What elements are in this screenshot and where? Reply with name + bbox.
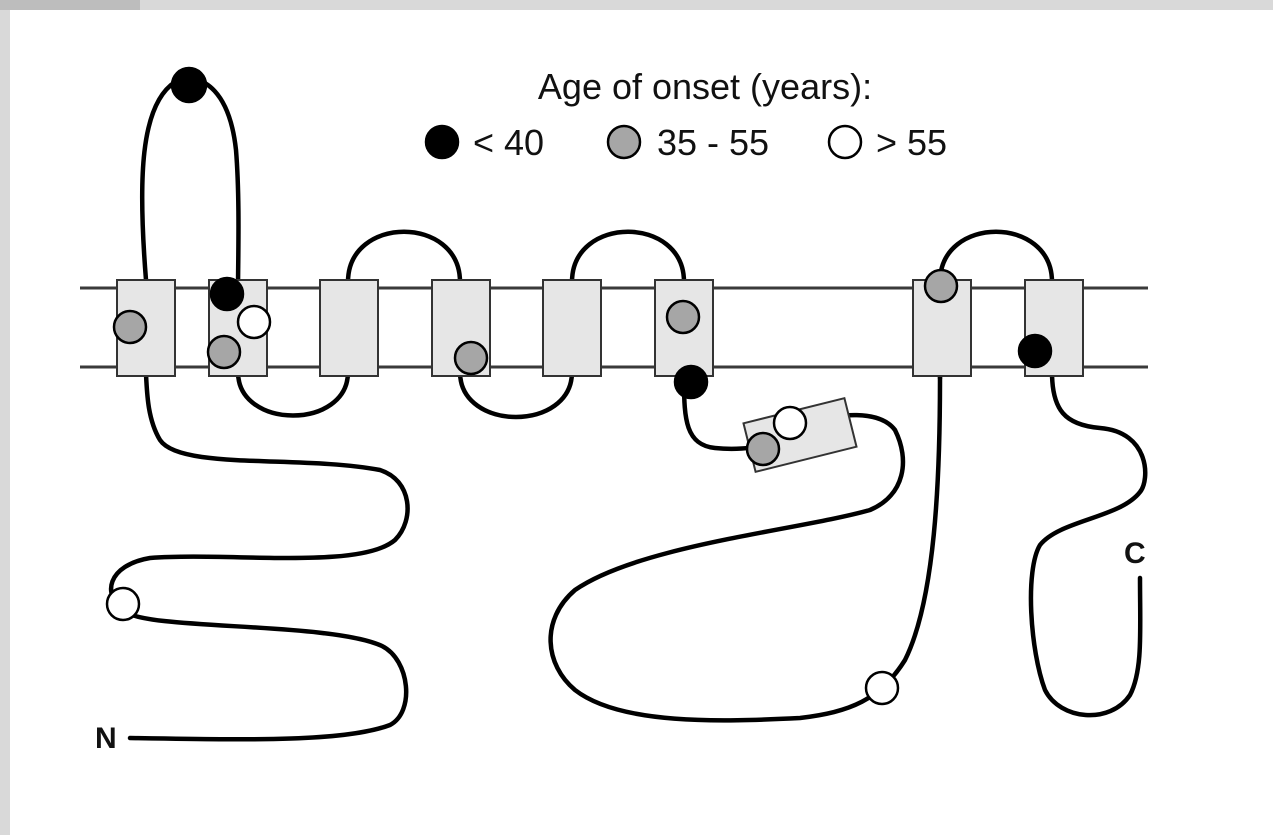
mutation-marker-late bbox=[866, 672, 898, 704]
chain-extracellular-loop-2 bbox=[348, 232, 460, 282]
viewer-tab-corner bbox=[0, 0, 140, 10]
mutation-marker-middle bbox=[747, 433, 779, 465]
mutation-marker-early bbox=[172, 68, 206, 102]
legend-label-late: > 55 bbox=[876, 122, 947, 163]
mutation-marker-late bbox=[238, 306, 270, 338]
mutation-markers bbox=[107, 68, 1051, 704]
mutation-marker-middle bbox=[208, 336, 240, 368]
mutation-marker-late bbox=[107, 588, 139, 620]
mutation-marker-middle bbox=[925, 270, 957, 302]
mutation-marker-early bbox=[1019, 335, 1051, 367]
mutation-marker-middle bbox=[114, 311, 146, 343]
legend-label-early: < 40 bbox=[473, 122, 544, 163]
legend-swatch-early bbox=[426, 126, 458, 158]
legend-title: Age of onset (years): bbox=[538, 66, 872, 107]
transmembrane-segment-5 bbox=[543, 280, 601, 376]
mutation-marker-late bbox=[774, 407, 806, 439]
legend-item-middle: 35 - 55 bbox=[608, 122, 769, 163]
chain-extracellular-loop-3 bbox=[572, 232, 684, 282]
mutation-marker-early bbox=[675, 366, 707, 398]
figure-canvas: Age of onset (years): < 40 35 - 55 > 55 bbox=[10, 10, 1273, 835]
transmembrane-segment-3 bbox=[320, 280, 378, 376]
mutation-marker-middle bbox=[455, 342, 487, 374]
c-terminus-label: C bbox=[1124, 537, 1146, 570]
polypeptide-chain bbox=[111, 79, 1145, 739]
chain-cytoplasmic-loop-2 bbox=[460, 372, 572, 417]
topology-diagram: Age of onset (years): < 40 35 - 55 > 55 bbox=[10, 10, 1273, 835]
legend-item-early: < 40 bbox=[426, 122, 544, 163]
legend-item-late: > 55 bbox=[829, 122, 947, 163]
mutation-marker-middle bbox=[667, 301, 699, 333]
chain-extracellular-loop-1 bbox=[142, 79, 238, 290]
chain-cytoplasmic-loop-1 bbox=[238, 372, 348, 416]
chain-extracellular-loop-4 bbox=[940, 232, 1052, 282]
legend-label-middle: 35 - 55 bbox=[657, 122, 769, 163]
legend-swatch-late bbox=[829, 126, 861, 158]
chain-n-terminal-tail bbox=[111, 374, 407, 739]
mutation-marker-early bbox=[211, 278, 243, 310]
n-terminus-label: N bbox=[95, 722, 117, 755]
legend-swatch-middle bbox=[608, 126, 640, 158]
